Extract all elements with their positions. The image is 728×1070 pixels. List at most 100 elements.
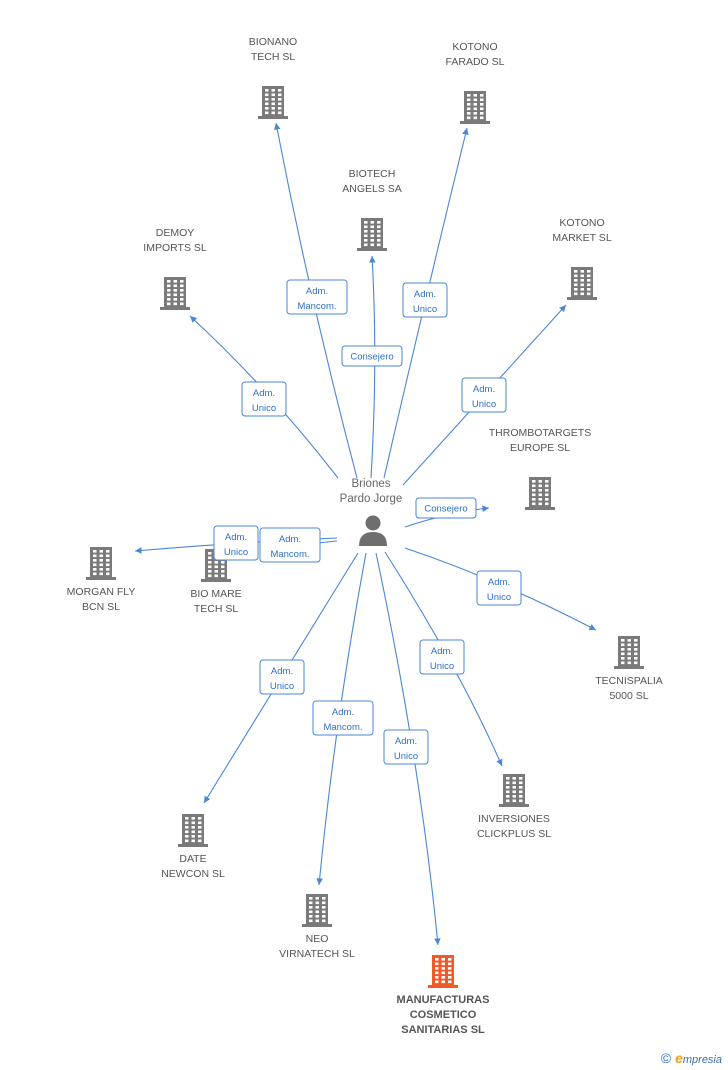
company-name-line2: EUROPE SL: [510, 442, 570, 454]
company-name-line1: DATE: [179, 853, 206, 865]
building-icon: [525, 477, 555, 510]
edge-label-morgan-fly[interactable]: Adm.Unico: [213, 525, 259, 561]
edge-label-box: [286, 279, 348, 315]
building-icon: [567, 267, 597, 300]
edge-label-line2: Mancom.: [270, 549, 309, 560]
edge-label-box: [341, 345, 403, 367]
edge-label-line1: Adm.: [279, 534, 301, 545]
company-node-tecnispalia[interactable]: TECNISPALIA 5000 SL: [595, 636, 663, 702]
edge-label-line1: Adm.: [271, 666, 293, 677]
edge-label-line2: Unico: [224, 547, 248, 558]
edge-label-box: [383, 729, 429, 765]
company-name-line1: TECNISPALIA: [595, 675, 663, 687]
company-name-line1: KOTONO: [452, 41, 497, 53]
edge-label-bio-mare[interactable]: Adm. Mancom.: [259, 527, 321, 563]
company-name-line2: FARADO SL: [446, 56, 505, 68]
edge-label-tecnispalia[interactable]: Adm. Unico: [476, 570, 522, 606]
company-name-line3: SANITARIAS SL: [401, 1024, 485, 1036]
company-name-line2: 5000 SL: [609, 690, 648, 702]
footer-brand: ©empresia: [661, 1050, 722, 1066]
company-node-date-newcon[interactable]: DATE NEWCON SL: [161, 814, 225, 880]
company-name-line1: DEMOY: [156, 227, 195, 239]
company-name-line2: VIRNATECH SL: [279, 948, 355, 960]
brand-logo-text: mpresia: [682, 1054, 722, 1066]
edge-label-line2: Unico: [487, 592, 511, 603]
edge-label-demoy[interactable]: Adm. Unico: [241, 381, 287, 417]
edge-line-biotech-angels: [369, 255, 376, 479]
edge-label-line1: Adm.: [253, 388, 275, 399]
building-icon: [499, 774, 529, 807]
edge-label-line2: Unico: [430, 661, 454, 672]
company-node-kotono-farado[interactable]: KOTONO FARADO SL: [446, 41, 505, 124]
person-node[interactable]: Briones Pardo Jorge: [340, 478, 403, 546]
company-name-line2: ANGELS SA: [342, 183, 402, 195]
company-name-line1: THROMBOTARGETS: [489, 427, 591, 439]
company-node-thrombotargets[interactable]: THROMBOTARGETS EUROPE SL: [489, 427, 591, 510]
building-icon: [160, 277, 190, 310]
edge-label-box: [402, 282, 448, 318]
company-node-neo-virnatech[interactable]: NEO VIRNATECH SL: [279, 894, 355, 960]
edge-label-thrombotargets[interactable]: Consejero: [415, 497, 477, 519]
company-name-line1: BIO MARE: [190, 588, 241, 600]
edge-label-line1: Consejero: [350, 352, 393, 363]
edge-label-line2: Unico: [413, 304, 437, 315]
edge-label-box: [213, 525, 259, 561]
edge-label-line1: Adm.: [488, 577, 510, 588]
edge-label-date-newcon[interactable]: Adm. Unico: [259, 659, 305, 695]
building-icon: [614, 636, 644, 669]
edge-label-box: [419, 639, 465, 675]
company-name-line1: NEO: [306, 933, 329, 945]
person-name-line2: Pardo Jorge: [340, 493, 403, 505]
company-name-line2: NEWCON SL: [161, 868, 225, 880]
person-icon: [359, 515, 387, 546]
company-node-demoy[interactable]: DEMOY IMPORTS SL: [143, 227, 207, 310]
edge-label-line1: Adm.: [332, 707, 354, 718]
edge-label-kotono-farado[interactable]: Adm. Unico: [402, 282, 448, 318]
edge-label-line1: Adm.: [414, 289, 436, 300]
edge-label-line2: Unico: [394, 751, 418, 762]
edge-label-kotono-market[interactable]: Adm.Unico: [461, 377, 507, 413]
building-icon: [460, 91, 490, 124]
edge-label-bionano[interactable]: Adm. Mancom.: [286, 279, 348, 315]
edge-label-line2: Unico: [252, 403, 276, 414]
edge-label-inversiones[interactable]: Adm. Unico: [419, 639, 465, 675]
building-icon: [428, 955, 458, 988]
edge-label-manufacturas[interactable]: Adm. Unico: [383, 729, 429, 765]
edge-label-line2: Unico: [270, 681, 294, 692]
edge-label-line1: Adm.: [395, 736, 417, 747]
edge-label-neo-virnatech[interactable]: Adm. Mancom.: [312, 700, 374, 736]
building-icon: [357, 218, 387, 251]
company-name-line2: COSMETICO: [410, 1009, 477, 1021]
edge-label-box: [415, 497, 477, 519]
edge-label-line2: Mancom.: [323, 722, 362, 733]
edge-label-box: [259, 659, 305, 695]
edge-label-line1: Adm.: [306, 286, 328, 297]
company-node-morgan-fly[interactable]: MORGAN FLY BCN SL: [67, 547, 136, 613]
company-name-line2: TECH SL: [194, 603, 239, 615]
edge-label-biotech-angels[interactable]: Consejero: [341, 345, 403, 367]
building-icon: [178, 814, 208, 847]
brand-logo-initial: e: [675, 1050, 683, 1066]
edge-label-box: [259, 527, 321, 563]
edge-labels-layer: Adm.Mancom.Adm.UnicoConsejeroAdm.UnicoAd…: [213, 279, 522, 765]
edge-label-box: [476, 570, 522, 606]
company-name-line1: MORGAN FLY: [67, 586, 136, 598]
company-name-line2: BCN SL: [82, 601, 120, 613]
edge-label-line1: Adm.: [431, 646, 453, 657]
edge-label-line2: Mancom.: [297, 301, 336, 312]
company-name-line2: TECH SL: [251, 51, 296, 63]
edge-label-box: [461, 377, 507, 413]
edge-label-box: [241, 381, 287, 417]
person-name-line1: Briones: [352, 478, 391, 490]
company-name-line2: IMPORTS SL: [143, 242, 207, 254]
building-icon: [258, 86, 288, 119]
edge-label-box: [312, 700, 374, 736]
